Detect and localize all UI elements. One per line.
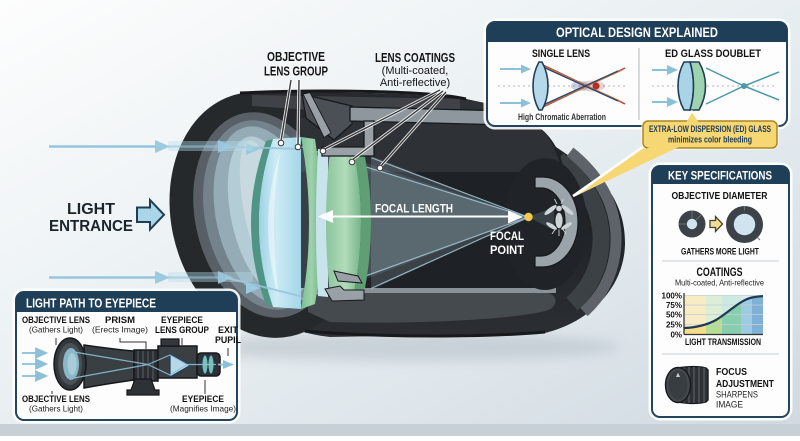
svg-text:(Gathers Light): (Gathers Light) [29,325,83,335]
svg-text:EXIT: EXIT [218,325,238,335]
svg-text:High Chromatic Aberration: High Chromatic Aberration [518,112,606,123]
svg-text:LIGHT: LIGHT [67,201,115,218]
svg-text:(Multi-coated,: (Multi-coated, [382,65,449,77]
svg-text:Multi-coated, Anti-reflective: Multi-coated, Anti-reflective [675,278,764,288]
svg-text:IMAGE: IMAGE [716,400,743,410]
svg-text:ADJUSTMENT: ADJUSTMENT [716,378,774,390]
svg-text:OBJECTIVE DIAMETER: OBJECTIVE DIAMETER [672,190,768,202]
svg-text:0%: 0% [670,331,682,340]
svg-text:OBJECTIVE LENS: OBJECTIVE LENS [22,315,90,325]
svg-text:75%: 75% [666,301,682,310]
svg-text:SHARPENS: SHARPENS [716,390,758,400]
svg-text:(Gathers Light): (Gathers Light) [29,404,83,414]
svg-text:LIGHT PATH TO EYEPIECE: LIGHT PATH TO EYEPIECE [26,296,156,311]
svg-text:GATHERS MORE LIGHT: GATHERS MORE LIGHT [681,247,759,257]
svg-text:(Erects Image): (Erects Image) [92,325,148,335]
svg-text:OPTICAL DESIGN EXPLAINED: OPTICAL DESIGN EXPLAINED [556,25,718,40]
svg-text:FOCAL: FOCAL [490,229,524,243]
svg-text:ED GLASS DOUBLET: ED GLASS DOUBLET [665,48,761,60]
svg-text:POINT: POINT [490,243,525,257]
svg-text:OBJECTIVE LENS: OBJECTIVE LENS [22,394,90,404]
svg-text:50%: 50% [666,311,682,320]
svg-text:SINGLE LENS: SINGLE LENS [532,48,590,60]
svg-text:LENS GROUP: LENS GROUP [264,64,328,79]
svg-text:(Magnifies Image): (Magnifies Image) [170,404,236,414]
svg-text:EYEPIECE: EYEPIECE [182,394,224,404]
svg-text:Anti-reflective): Anti-reflective) [380,77,450,89]
svg-text:LIGHT TRANSMISSION: LIGHT TRANSMISSION [685,337,761,348]
svg-text:LENS GROUP: LENS GROUP [155,325,209,335]
svg-text:FOCUS: FOCUS [716,366,747,378]
svg-text:EXTRA-LOW DISPERSION (ED) GLAS: EXTRA-LOW DISPERSION (ED) GLASS [649,124,771,135]
svg-text:PUPIL: PUPIL [215,335,241,345]
svg-text:25%: 25% [666,321,682,330]
svg-text:COATINGS: COATINGS [697,267,743,279]
svg-text:ENTRANCE: ENTRANCE [49,218,133,235]
svg-text:FOCAL LENGTH: FOCAL LENGTH [375,202,453,216]
svg-text:100%: 100% [662,292,682,301]
svg-text:minimizes color bleeding: minimizes color bleeding [668,135,752,145]
svg-text:OBJECTIVE: OBJECTIVE [267,49,325,64]
svg-text:PRISM: PRISM [105,315,135,325]
svg-text:KEY SPECIFICATIONS: KEY SPECIFICATIONS [668,171,772,183]
svg-text:EYEPIECE: EYEPIECE [161,315,203,325]
svg-text:LENS COATINGS: LENS COATINGS [375,50,455,65]
